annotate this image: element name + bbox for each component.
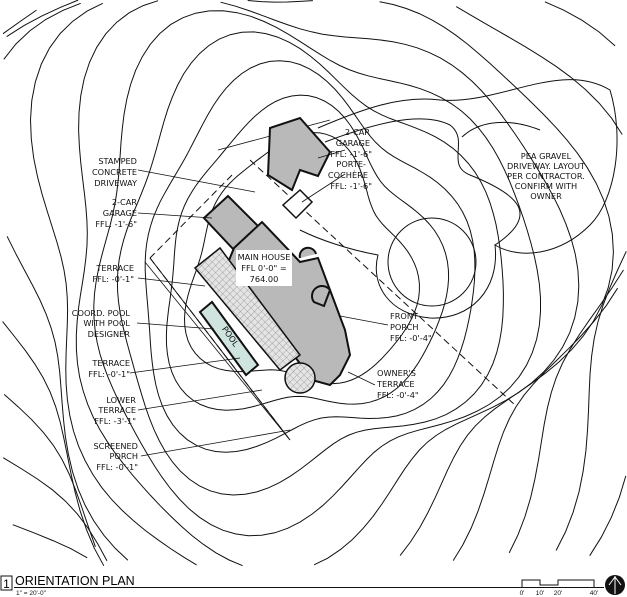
contour-line (2, 0, 624, 567)
drawing-title: ORIENTATION PLAN (15, 574, 135, 588)
leader-lines (129, 149, 389, 457)
contour-line (144, 60, 476, 453)
pea-gravel-driveway (299, 79, 618, 319)
scale-tick: 0' (520, 590, 525, 597)
scale-tick: 40' (590, 590, 598, 597)
topographic-contours (2, 0, 627, 567)
contour-line (165, 94, 450, 411)
terrace (193, 246, 302, 372)
contour-line (116, 31, 504, 496)
contour-line (2, 9, 627, 551)
front-porch (311, 285, 332, 308)
contour-line (12, 524, 88, 559)
drawing-number: 1 (3, 577, 10, 591)
pool-shape (198, 300, 260, 377)
main-house-label-bg (236, 250, 292, 286)
drawing-scale: 1" = 20'-0" (16, 590, 47, 597)
contour-line (93, 10, 541, 537)
contour-line (75, 0, 580, 567)
scale-tick: 10' (536, 590, 544, 597)
title-block: 1 ORIENTATION PLAN 1" = 20'-0" 0' 10' 20… (0, 574, 625, 597)
porte-cochere (281, 188, 314, 220)
screened-porch (284, 362, 316, 394)
garage-2car-east (266, 116, 332, 192)
drawing-number-box (0, 575, 13, 591)
scale-tick: 20' (554, 590, 562, 597)
contour-line (29, 0, 614, 566)
scale-bar (521, 579, 595, 587)
north-arrow-icon (605, 575, 625, 595)
property-line (149, 257, 291, 441)
contour-line (3, 2, 623, 561)
